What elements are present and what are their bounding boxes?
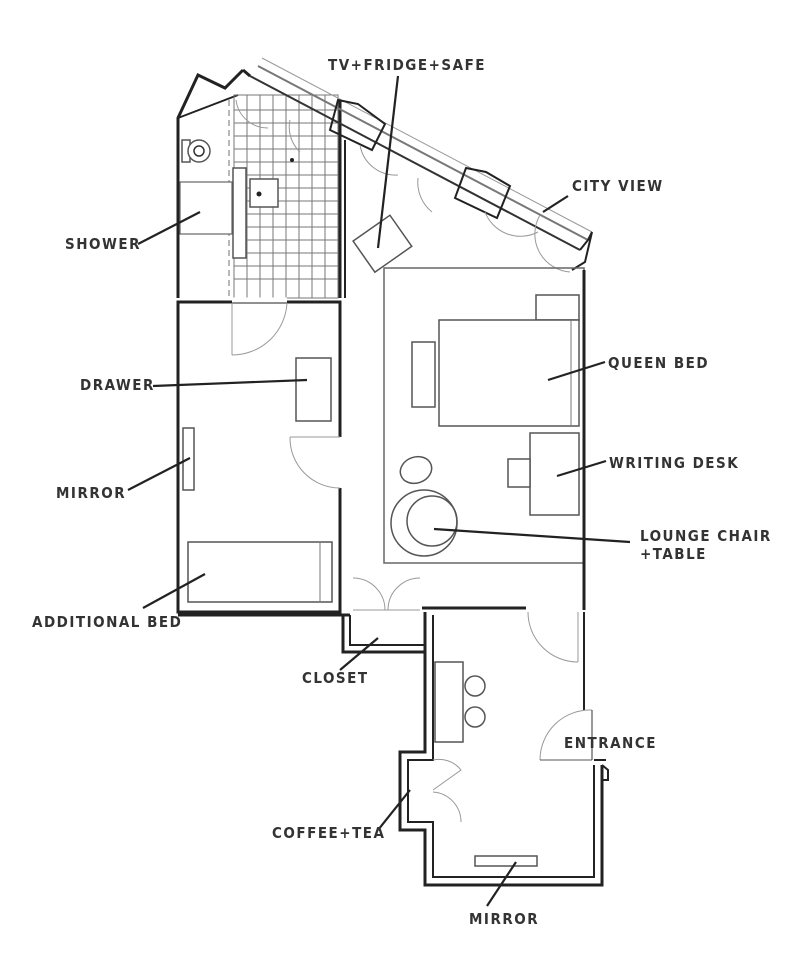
bathroom	[176, 68, 346, 299]
lounge-chair	[390, 489, 458, 557]
foyer	[398, 606, 609, 887]
side-table	[399, 455, 433, 485]
label-closet: CLOSET	[302, 669, 369, 687]
stool	[464, 706, 486, 728]
shower-tray	[179, 181, 233, 235]
label-shower: SHOWER	[65, 235, 141, 253]
toilet-icon	[181, 139, 211, 163]
leader-lines	[127, 75, 631, 907]
drawer	[295, 357, 332, 422]
label-queen-bed: QUEEN BED	[608, 354, 709, 372]
label-mirror-bottom: MIRROR	[469, 910, 539, 928]
label-lounge-chair-table: +TABLE	[640, 545, 707, 563]
closet	[341, 577, 425, 654]
sink-icon	[249, 178, 279, 208]
label-city-view: CITY VIEW	[572, 177, 664, 195]
label-tv-fridge-safe: TV+FRIDGE+SAFE	[328, 56, 486, 74]
tv-fridge-safe-unit	[352, 214, 413, 274]
nightstand	[535, 294, 580, 321]
bedroom	[383, 267, 586, 610]
second-room	[176, 297, 350, 617]
label-lounge-chair: LOUNGE CHAIR	[640, 527, 772, 545]
vanity-counter	[232, 167, 247, 259]
window-facade	[235, 57, 593, 273]
writing-desk	[529, 432, 580, 516]
mirror-bottom	[474, 855, 538, 867]
label-coffee-tea: COFFEE+TEA	[272, 824, 385, 842]
label-drawer: DRAWER	[80, 376, 155, 394]
bed-bench	[411, 341, 436, 408]
label-mirror-left: MIRROR	[56, 484, 126, 502]
stool	[464, 675, 486, 697]
entry-bench	[434, 661, 464, 743]
window-pillar	[328, 98, 387, 152]
label-additional-bed: ADDITIONAL BED	[32, 613, 182, 631]
label-entrance: ENTRANCE	[564, 734, 657, 752]
desk-chair	[507, 458, 531, 488]
label-writing-desk: WRITING DESK	[609, 454, 739, 472]
queen-bed	[438, 319, 580, 427]
window-pillar	[453, 166, 512, 220]
additional-bed	[187, 541, 333, 603]
